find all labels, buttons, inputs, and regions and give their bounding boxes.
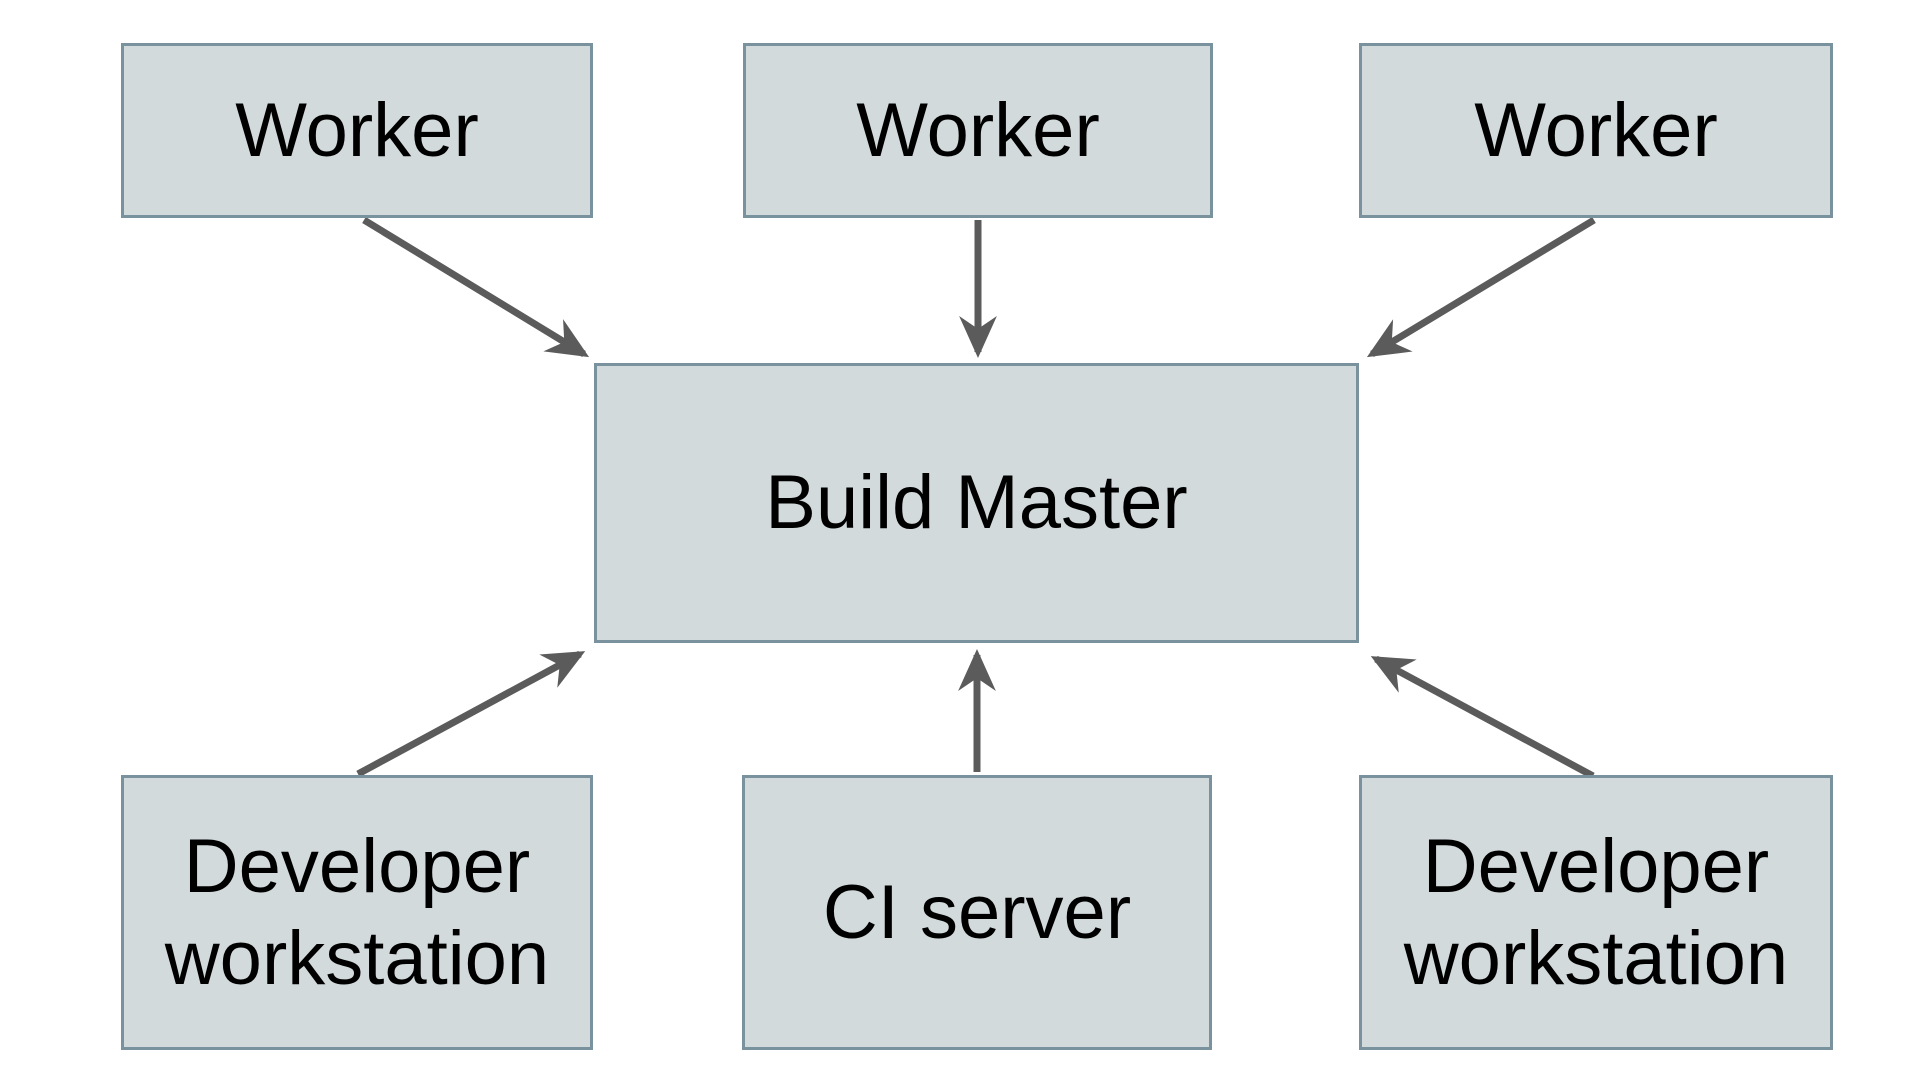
developer-workstation-2-box: Developer workstation [1359, 775, 1833, 1050]
worker-2-box: Worker [743, 43, 1213, 218]
developer-workstation-1-box: Developer workstation [121, 775, 593, 1050]
build-master-box: Build Master [594, 363, 1359, 643]
ci-server-label: CI server [822, 869, 1132, 955]
arrow-worker-1-to-build-master [362, 217, 590, 358]
build-master-label: Build Master [765, 460, 1188, 546]
worker-2-label: Worker [856, 87, 1100, 173]
worker-3-label: Worker [1474, 87, 1718, 173]
worker-1-label: Worker [235, 87, 479, 173]
ci-server-box: CI server [742, 775, 1212, 1050]
developer-workstation-1-label: Developer workstation [164, 824, 550, 1001]
arrow-developer-workstation-2-to-build-master [1370, 655, 1595, 780]
worker-1-box: Worker [121, 43, 593, 218]
worker-3-box: Worker [1359, 43, 1833, 218]
arrow-developer-workstation-1-to-build-master [356, 650, 586, 778]
developer-workstation-2-label: Developer workstation [1403, 824, 1789, 1001]
arrow-worker-3-to-build-master [1366, 217, 1596, 358]
